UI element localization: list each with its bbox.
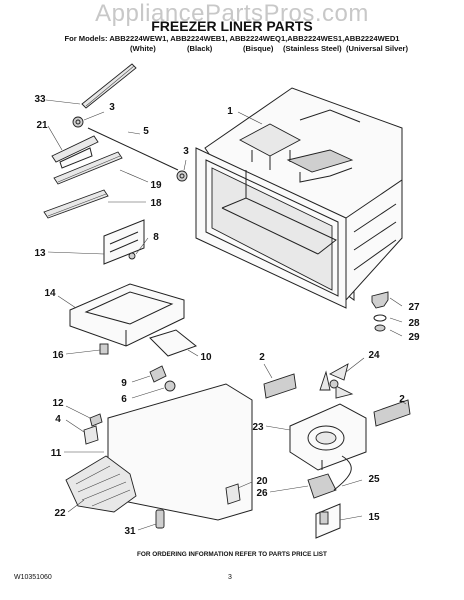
ordering-note: FOR ORDERING INFORMATION REFER TO PARTS …: [137, 551, 327, 558]
callout-21: 21: [36, 120, 48, 131]
part-10-sheet: [149, 329, 198, 357]
part-3b-knob: [176, 170, 188, 182]
part-31-clip: [155, 509, 165, 529]
part-6-nut: [164, 380, 176, 392]
wire-harness: [333, 455, 352, 491]
callout-23: 23: [252, 422, 264, 433]
callout-11: 11: [50, 448, 62, 459]
part-5-rod: [87, 127, 179, 171]
part-9-fitting: [149, 365, 167, 383]
callout-13: 13: [34, 248, 46, 259]
callout-24: 24: [368, 350, 380, 361]
part-22-grille: [65, 455, 137, 513]
callout-2b: 2: [399, 394, 405, 405]
callout-1: 1: [227, 106, 233, 117]
callout-10: 10: [200, 352, 212, 363]
part-33-rail: [81, 63, 137, 109]
part-14-tray: [69, 283, 185, 347]
part-12-screw: [89, 413, 103, 427]
color-white: (White): [130, 44, 156, 53]
freezer-liner: [195, 87, 403, 309]
callout-8: 8: [153, 232, 159, 243]
color-bisque: (Bisque): [243, 44, 274, 53]
part-16-clip: [99, 343, 109, 355]
callout-5: 5: [143, 126, 149, 137]
part-13-panel: [103, 219, 145, 265]
callout-33: 33: [34, 94, 46, 105]
callout-4: 4: [55, 414, 61, 425]
callout-3b: 3: [183, 146, 189, 157]
callout-2a: 2: [259, 352, 265, 363]
part-3-knob: [72, 116, 84, 128]
callout-12: 12: [52, 398, 64, 409]
callout-6: 6: [121, 394, 127, 405]
callout-29: 29: [408, 332, 420, 343]
callout-20: 20: [256, 476, 268, 487]
part-24-fan: [319, 363, 354, 399]
watermark: AppliancePartsPros.com: [95, 0, 369, 27]
part-29-nut: [374, 324, 386, 332]
callout-18: 18: [150, 198, 162, 209]
part-27-cap: [371, 291, 389, 309]
part-2b-foam: [373, 399, 411, 427]
part-2a-foam: [263, 373, 297, 399]
part-18-slide: [43, 189, 109, 219]
callout-19: 19: [150, 180, 162, 191]
callout-26: 26: [256, 488, 268, 499]
callout-31: 31: [124, 526, 136, 537]
part-20-tube: [225, 483, 241, 505]
callout-22: 22: [54, 508, 66, 519]
callout-9: 9: [121, 378, 127, 389]
page-title: FREEZER LINER PARTS: [151, 18, 313, 34]
part-4-bracket: [83, 425, 99, 445]
part-23-housing: [289, 403, 367, 471]
color-stainless: (Stainless Steel): [283, 44, 342, 53]
part-19-slide: [53, 151, 123, 185]
callout-14: 14: [44, 288, 56, 299]
callout-15: 15: [368, 512, 380, 523]
part-15-bracket: [315, 503, 341, 539]
callout-3a: 3: [109, 102, 115, 113]
callout-27: 27: [408, 302, 420, 313]
page-number: 3: [228, 574, 232, 581]
document-number: W10351060: [14, 574, 52, 581]
part-8-screw: [128, 252, 136, 260]
models-line: For Models: ABB2224WEW1, ABB2224WEB1, AB…: [64, 34, 400, 43]
part-26-motor: [307, 460, 337, 499]
part-21-bracket: [51, 135, 99, 169]
callout-16: 16: [52, 350, 64, 361]
part-28-washer: [373, 314, 387, 322]
color-silver: (Universal Silver): [346, 44, 409, 53]
callout-28: 28: [408, 318, 420, 329]
color-black: (Black): [187, 44, 213, 53]
callout-25: 25: [368, 474, 380, 485]
